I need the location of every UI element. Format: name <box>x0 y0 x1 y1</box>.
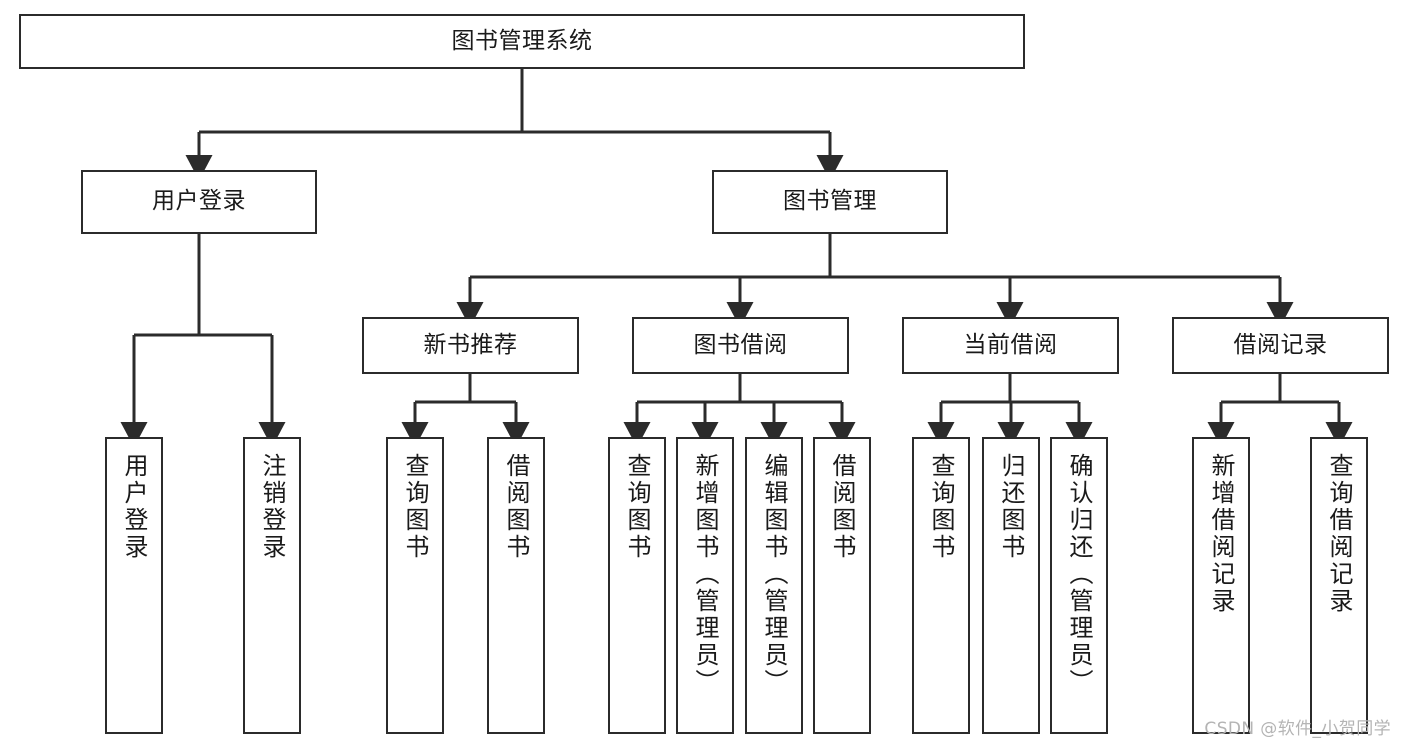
node-root[interactable]: 图书管理系统 <box>19 14 1025 69</box>
node-leaf-add-book[interactable]: 新增图书（管理员） <box>676 437 734 734</box>
node-leaf-user-logout-label: 注销登录 <box>258 453 286 561</box>
node-leaf-edit-book[interactable]: 编辑图书（管理员） <box>745 437 803 734</box>
node-root-label: 图书管理系统 <box>451 27 593 54</box>
node-book-management-label: 图书管理 <box>783 188 877 215</box>
node-leaf-query-book-current-label: 查询图书 <box>927 453 955 561</box>
node-book-management[interactable]: 图书管理 <box>712 170 948 234</box>
node-borrow-record-label: 借阅记录 <box>1233 331 1328 358</box>
node-leaf-query-book-borrow-label: 查询图书 <box>623 453 651 561</box>
node-leaf-query-book-current[interactable]: 查询图书 <box>912 437 970 734</box>
node-book-borrow-label: 图书借阅 <box>693 331 788 358</box>
node-leaf-confirm-return-label: 确认归还（管理员） <box>1065 453 1093 696</box>
node-leaf-query-book-rec[interactable]: 查询图书 <box>386 437 444 734</box>
node-leaf-query-book-borrow[interactable]: 查询图书 <box>608 437 666 734</box>
node-leaf-borrow-book-borrow-label: 借阅图书 <box>828 453 856 561</box>
node-leaf-user-login-label: 用户登录 <box>120 453 148 561</box>
node-current-borrow-label: 当前借阅 <box>963 331 1058 358</box>
node-user-login-label: 用户登录 <box>152 188 246 215</box>
node-leaf-return-book[interactable]: 归还图书 <box>982 437 1040 734</box>
node-leaf-query-book-rec-label: 查询图书 <box>401 453 429 561</box>
node-leaf-add-record-label: 新增借阅记录 <box>1207 453 1235 615</box>
node-leaf-borrow-book-borrow[interactable]: 借阅图书 <box>813 437 871 734</box>
node-leaf-confirm-return[interactable]: 确认归还（管理员） <box>1050 437 1108 734</box>
node-leaf-user-logout[interactable]: 注销登录 <box>243 437 301 734</box>
node-book-borrow[interactable]: 图书借阅 <box>632 317 849 374</box>
node-current-borrow[interactable]: 当前借阅 <box>902 317 1119 374</box>
node-borrow-record[interactable]: 借阅记录 <box>1172 317 1389 374</box>
node-leaf-add-book-label: 新增图书（管理员） <box>691 453 719 696</box>
node-user-login[interactable]: 用户登录 <box>81 170 317 234</box>
node-leaf-query-record[interactable]: 查询借阅记录 <box>1310 437 1368 734</box>
node-new-book-recommend-label: 新书推荐 <box>423 331 518 358</box>
node-leaf-add-record[interactable]: 新增借阅记录 <box>1192 437 1250 734</box>
node-leaf-query-record-label: 查询借阅记录 <box>1325 453 1353 615</box>
node-leaf-borrow-book-rec-label: 借阅图书 <box>502 453 530 561</box>
node-leaf-user-login[interactable]: 用户登录 <box>105 437 163 734</box>
node-leaf-return-book-label: 归还图书 <box>997 453 1025 561</box>
node-leaf-edit-book-label: 编辑图书（管理员） <box>760 453 788 696</box>
node-new-book-recommend[interactable]: 新书推荐 <box>362 317 579 374</box>
node-leaf-borrow-book-rec[interactable]: 借阅图书 <box>487 437 545 734</box>
